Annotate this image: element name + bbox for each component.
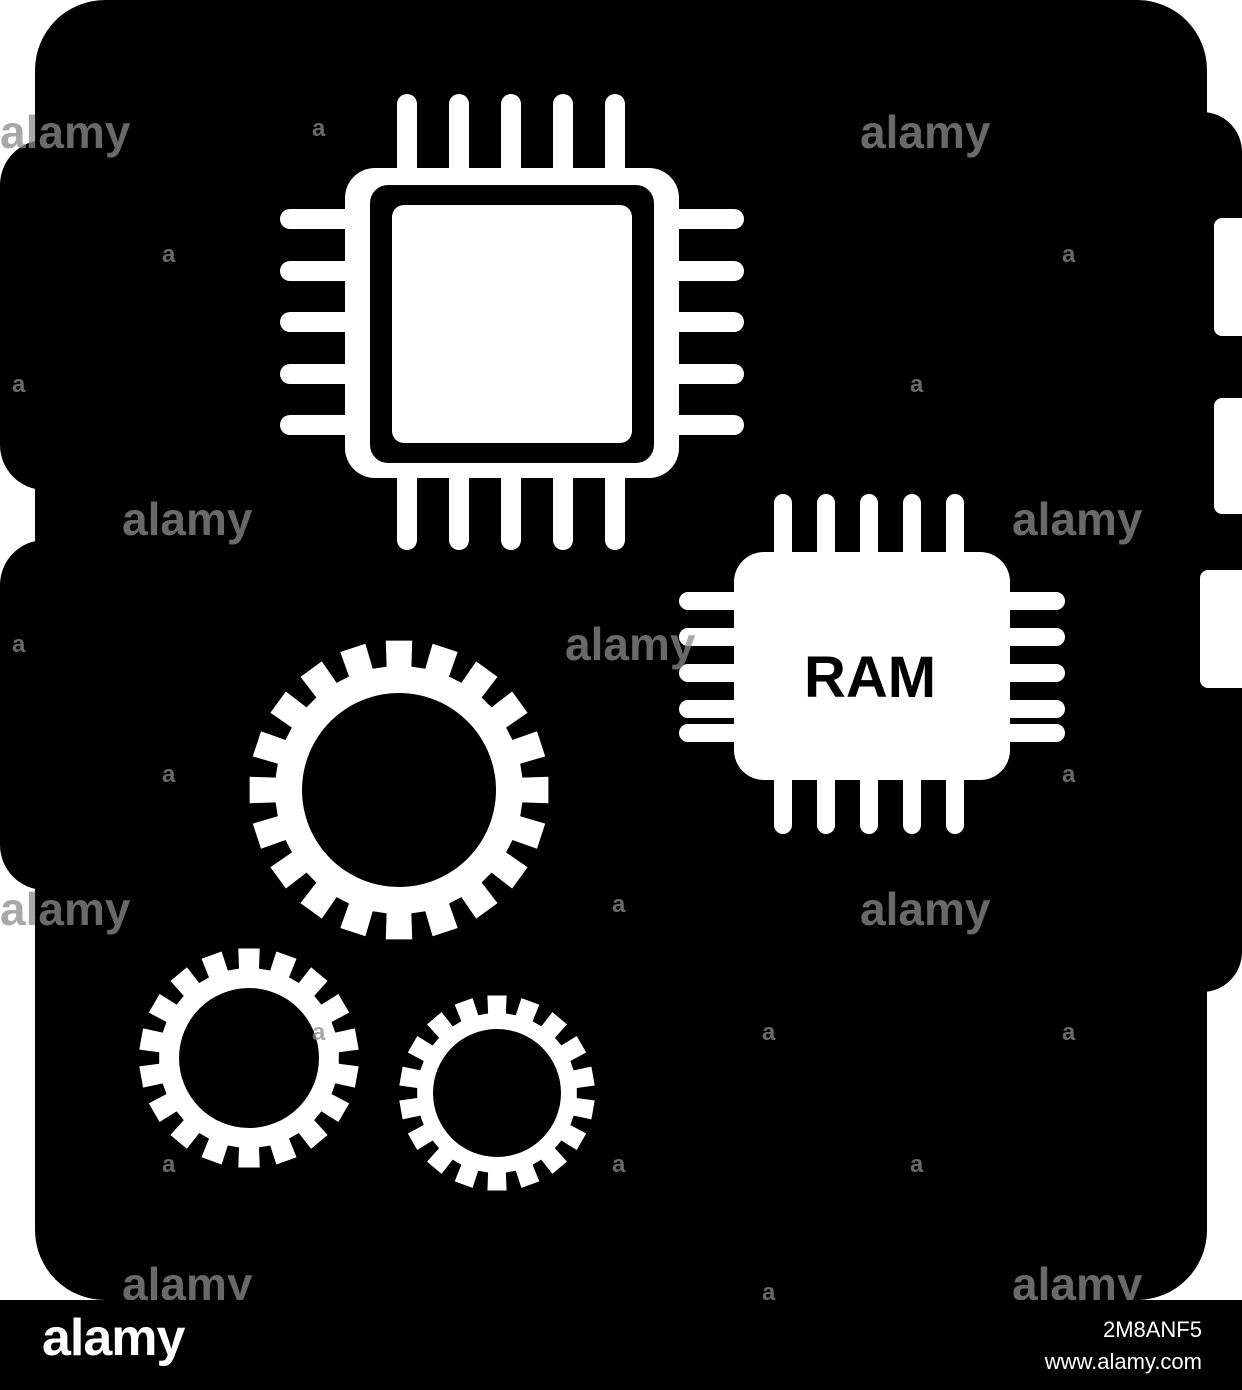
watermark-letter: a xyxy=(1062,761,1076,788)
watermark-text: alamy xyxy=(0,883,131,935)
watermark-text: alamy xyxy=(1012,1258,1143,1300)
ram-chip-icon: RAM xyxy=(679,494,1065,834)
motherboard-icon: RAM alamy alamy alamy alamy alamy alamy … xyxy=(0,0,1242,1300)
watermark-letter: a xyxy=(762,1279,776,1300)
watermark-text: alamy xyxy=(0,106,131,158)
watermark-letter: a xyxy=(12,631,26,658)
watermark-text: alamy xyxy=(122,1258,253,1300)
watermark-letter: a xyxy=(162,1151,176,1178)
watermark-letter: a xyxy=(312,1019,326,1046)
watermark-text: alamy xyxy=(565,618,696,670)
watermark-letter: a xyxy=(1062,241,1076,268)
ram-body xyxy=(734,552,1010,780)
watermark-text: alamy xyxy=(860,883,991,935)
watermark-letter: a xyxy=(12,371,26,398)
watermark-letter: a xyxy=(312,115,326,142)
watermark-layer: alamy alamy alamy alamy alamy alamy alam… xyxy=(0,106,1143,1300)
gear-hole xyxy=(302,693,496,887)
watermark-text: alamy xyxy=(1012,493,1143,545)
left-small-gear-icon xyxy=(139,948,359,1168)
watermark-letter: a xyxy=(162,761,176,788)
watermark-letter: a xyxy=(910,1151,924,1178)
watermark-text: alamy xyxy=(122,493,253,545)
image-id: 2M8ANF5 xyxy=(1102,1317,1202,1342)
cpu-chip-icon xyxy=(280,94,744,550)
gear-hole xyxy=(433,1029,561,1157)
right-small-gear-icon xyxy=(399,995,595,1191)
watermark-text: alamy xyxy=(860,106,991,158)
watermark-letter: a xyxy=(612,1151,626,1178)
ram-label: RAM xyxy=(804,645,936,710)
brand-logo: alamy xyxy=(42,1309,185,1367)
cpu-die xyxy=(392,205,632,443)
watermark-letter: a xyxy=(762,1019,776,1046)
large-gear-icon xyxy=(249,640,549,940)
watermark-letter: a xyxy=(1062,1019,1076,1046)
watermark-letter: a xyxy=(910,371,924,398)
watermark-letter: a xyxy=(612,891,626,918)
site-url: www.alamy.com xyxy=(1044,1349,1202,1374)
footer-bar: alamy 2M8ANF5 www.alamy.com xyxy=(0,1300,1242,1390)
footer-meta: 2M8ANF5 www.alamy.com xyxy=(1045,1314,1202,1378)
gear-hole xyxy=(179,988,319,1128)
watermark-letter: a xyxy=(162,241,176,268)
